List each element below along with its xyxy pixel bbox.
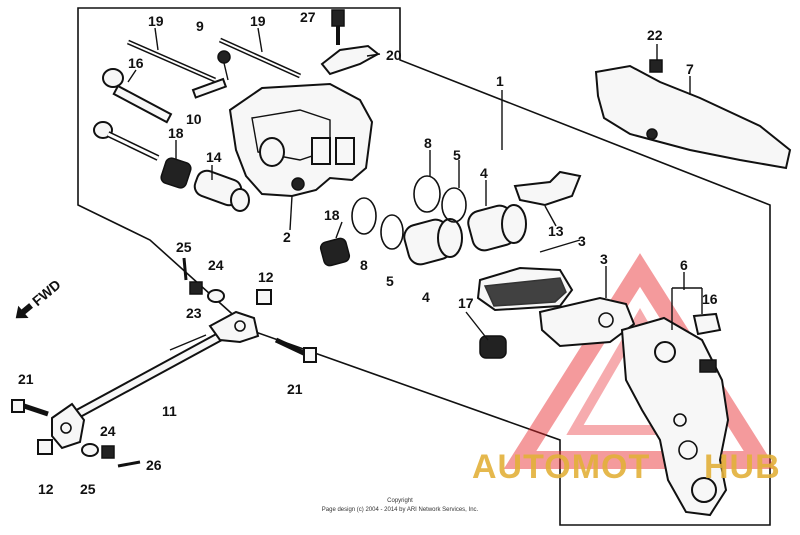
bolt-26 xyxy=(331,9,345,45)
nut-23-bottom xyxy=(101,445,115,459)
copyright-line-1: Copyright xyxy=(387,498,413,504)
callout-21-right: 21 xyxy=(287,381,303,397)
fwd-arrow: FWD xyxy=(15,276,64,319)
bolt-16 xyxy=(102,68,173,124)
callout-5-lower: 5 xyxy=(386,273,394,289)
pin-boot-17 xyxy=(479,335,507,359)
callout-18-lower: 18 xyxy=(324,207,340,223)
leader-lines xyxy=(127,27,703,341)
torque-rod xyxy=(51,310,260,450)
callout-16: 16 xyxy=(128,55,144,71)
seal-8-upper xyxy=(413,175,441,213)
watermark-text-left: AUTOMOT xyxy=(472,448,650,486)
callout-4-upper: 4 xyxy=(480,165,488,181)
seal-5-lower xyxy=(380,214,404,250)
callout-11: 11 xyxy=(162,403,177,419)
seal-5-upper xyxy=(441,187,467,223)
brake-pad-front xyxy=(476,266,574,312)
bolt-21-right xyxy=(274,337,317,363)
piston-4-upper xyxy=(467,204,527,252)
screw-9 xyxy=(217,50,231,81)
copyright-line-2: Page design (c) 2004 - 2014 by ARI Netwo… xyxy=(322,507,479,513)
brake-pad-rear xyxy=(538,296,636,348)
assembly-frame xyxy=(77,7,771,526)
callout-20: 20 xyxy=(386,47,402,63)
callout-25-top: 25 xyxy=(176,239,192,255)
bracket-20 xyxy=(320,44,380,76)
caliper-bracket xyxy=(620,316,730,517)
callout-9: 9 xyxy=(196,18,204,34)
collar-12-top xyxy=(256,289,272,305)
callout-26: 27 xyxy=(300,9,316,25)
pin-19-left xyxy=(126,39,217,83)
sleeve-14 xyxy=(193,169,250,212)
screw-10 xyxy=(191,77,228,99)
seal-8-lower xyxy=(351,197,377,235)
callout-22: 22 xyxy=(647,27,663,43)
washer-24-bottom xyxy=(81,443,99,457)
callout-24-top: 24 xyxy=(208,257,224,273)
callout-17: 17 xyxy=(458,295,474,311)
callout-23-bottom: 24 xyxy=(100,423,116,439)
watermark-text-right: HUB xyxy=(704,448,781,486)
washer-24-top xyxy=(207,289,225,303)
bolt-21-left xyxy=(11,399,49,417)
callout-21-left: 21 xyxy=(18,371,34,387)
cotter-pin-25-bottom xyxy=(117,460,141,468)
callout-18-upper: 18 xyxy=(168,125,184,141)
fwd-label: FWD xyxy=(29,276,64,309)
piston-4-lower xyxy=(403,218,463,266)
callout-2: 2 xyxy=(283,229,291,245)
callout-10: 10 xyxy=(186,111,202,127)
screw-22 xyxy=(649,59,663,73)
caliper-cover xyxy=(594,64,792,170)
callout-4-lower: 4 xyxy=(422,289,430,305)
callout-12-top: 12 xyxy=(258,269,274,285)
callout-24-bottom: 25 xyxy=(80,481,96,497)
callout-7: 7 xyxy=(686,61,694,77)
callout-3-upper: 3 xyxy=(578,233,586,249)
callout-25-bottom: 26 xyxy=(146,457,162,473)
callout-19-left: 19 xyxy=(148,13,164,29)
collar-12-bottom xyxy=(37,439,53,455)
callout-8-lower: 8 xyxy=(360,257,368,273)
callout-12-bottom: 12 xyxy=(38,481,54,497)
callout-3-lower: 3 xyxy=(600,251,608,267)
boot-18-upper xyxy=(160,157,192,189)
callout-14: 14 xyxy=(206,149,222,165)
callout-23-top: 23 xyxy=(186,305,202,321)
callout-13: 13 xyxy=(548,223,564,239)
clip-13 xyxy=(513,170,582,207)
callout-6: 6 xyxy=(680,257,688,273)
callout-labels: 19 9 19 27 20 16 10 18 14 2 1 8 5 4 18 8… xyxy=(18,9,718,497)
pad-spring-16 xyxy=(692,312,722,336)
boot-18-lower xyxy=(319,237,351,267)
callout-1: 1 xyxy=(496,73,504,89)
caliper-body xyxy=(228,82,374,198)
pin-19-right xyxy=(218,37,302,79)
watermark-text: AUTOMOT HUB xyxy=(472,448,781,486)
bolt-27 xyxy=(93,121,160,161)
callout-19-right: 19 xyxy=(250,13,266,29)
callout-8-upper: 8 xyxy=(424,135,432,151)
nut-23-top xyxy=(189,281,203,295)
cotter-pin-25-top xyxy=(182,257,188,281)
callout-5-upper: 5 xyxy=(453,147,461,163)
callout-16-right: 16 xyxy=(702,291,718,307)
